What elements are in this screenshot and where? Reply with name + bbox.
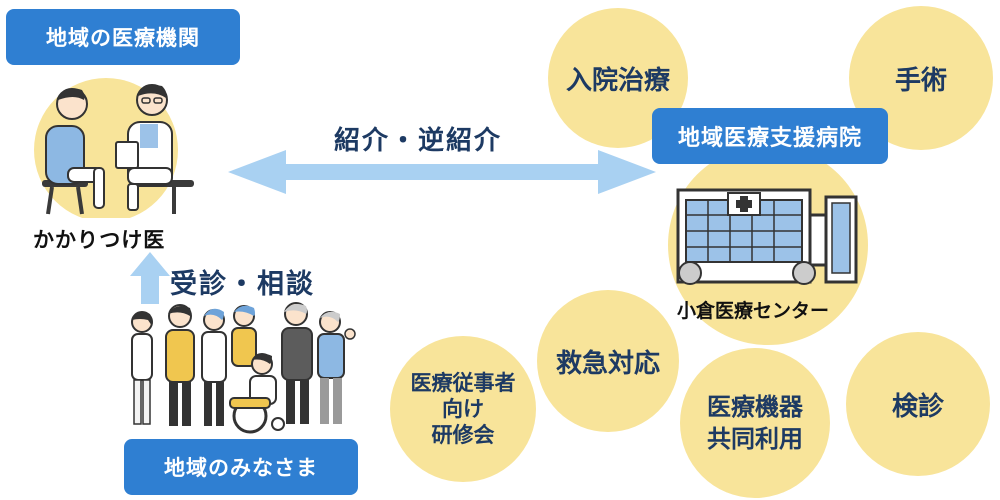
referral-label: 紹介・逆紹介 [334,126,503,156]
bubble-checkup: 検診 [846,332,990,476]
referral-arrow [228,150,656,194]
training-line-1: 医療従事者 [410,370,516,395]
support-hospital-label: 地域医療支援病院 [652,108,888,164]
bubble-emergency: 救急対応 [537,290,679,432]
local-institution-label: 地域の医療機関 [6,9,240,65]
hospital-name-caption: 小倉医療センター [677,300,830,322]
family-doctor-caption: かかりつけ医 [33,228,166,252]
doctor-consultation-illustration [28,68,228,218]
training-line-3: 研修会 [431,423,495,448]
training-line-2: 向け [442,396,484,421]
equipment-line-2: 共同利用 [707,425,803,453]
consult-arrow [130,252,170,304]
hospital-illustration [668,145,868,345]
equipment-line-1: 医療機器 [707,392,803,421]
consult-label: 受診・相談 [170,269,315,300]
bubble-equipment: 医療機器 共同利用 [680,348,830,498]
bubble-training: 医療従事者 向け 研修会 [390,336,536,482]
residents-illustration [120,300,360,436]
residents-label: 地域のみなさま [124,439,358,495]
